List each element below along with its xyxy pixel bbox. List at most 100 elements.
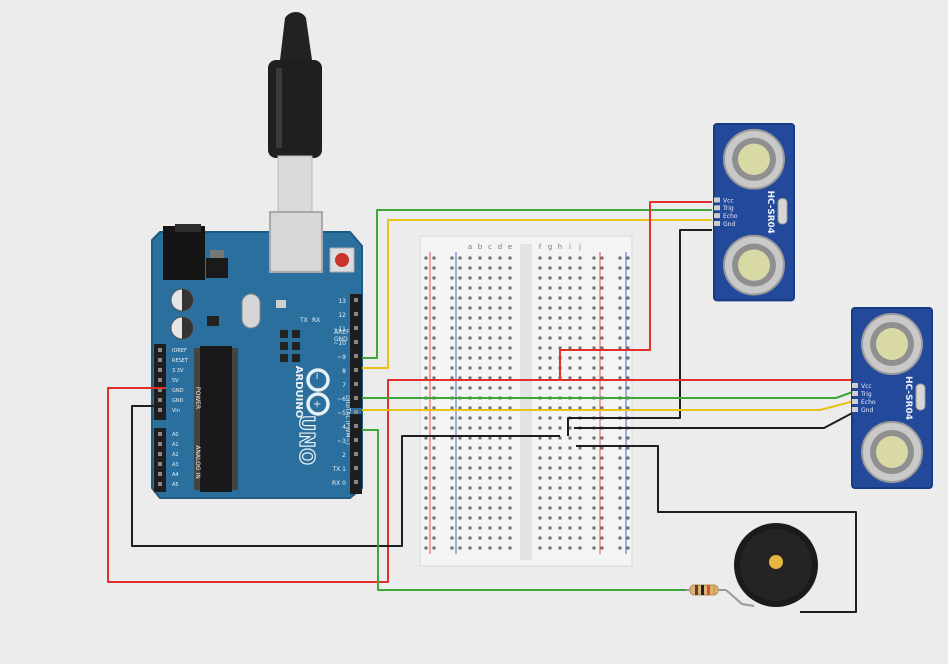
header-pin [158,472,162,476]
header-pin [158,452,162,456]
arduino-uno-board: − + ARDUINO UNO DIGITAL (PWM~) POWER ANA… [151,211,363,499]
sensor-pin [714,205,720,211]
breadboard-column-label: h [558,243,562,251]
usb-port [269,211,323,273]
wire-yellow-echo2 [362,399,859,411]
sensor-pin [852,399,858,404]
breadboard-column-label: j [578,243,581,251]
sensor-pin [852,407,858,412]
header-pin [158,432,162,436]
breadboard-column-label: b [478,243,483,251]
sensor-model-label: HC-SR04 [765,191,775,234]
header-pin [158,368,162,372]
header-pin [354,382,358,386]
header-pin [354,424,358,428]
header-pin [158,442,162,446]
digital-pin-label: ~6 [337,396,346,403]
sensor-pin-label: Trig [860,391,872,398]
digital-pin-label: 2 [342,452,346,459]
digital-pin-label: RX 0 [332,480,346,487]
breadboard-column-label: e [508,243,512,251]
header-pin [158,388,162,392]
digital-pin-label: ~9 [337,354,346,361]
breadboard-column-label: g [548,243,552,251]
header-pin [354,438,358,442]
sensor-pin [852,383,858,388]
header-pin [354,340,358,344]
power-jack [163,226,205,280]
wire-black-buzzer [576,445,857,613]
sensor-pin [714,213,720,219]
breadboard-column-label: c [488,243,492,251]
wire-red-5v [107,379,858,583]
analog-pin-label: A3 [172,462,179,468]
sensor-pin-label: Gnd [861,407,873,414]
power-pin-label: Vin [172,408,180,414]
power-pin-label: RESET [172,358,189,364]
arduino-model-label: UNO [295,415,319,465]
header-pin [158,358,162,362]
header-pin [354,368,358,372]
wire-black-gnd1 [567,229,712,436]
digital-pin-label: ~5 [337,410,346,417]
arduino-brand-label: ARDUINO [293,366,304,418]
power-pin-header [154,344,166,492]
digital-pin-header [350,294,362,494]
header-pin [354,354,358,358]
header-pin [158,348,162,352]
header-pin [354,452,358,456]
wire-black-gnd2 [574,409,859,429]
digital-pin-label: ~10 [333,340,346,347]
digital-pin-label: ~3 [337,438,346,445]
sensor-pin [714,221,720,226]
breadboard-column-label: a [468,243,472,251]
resistor [686,584,755,607]
analog-pin-label: A1 [172,442,179,448]
power-header-label: POWER [194,387,201,409]
header-pin [354,480,358,484]
analog-pin-label: A2 [172,452,179,458]
analog-pin-label: A5 [172,482,179,488]
header-pin [158,482,162,486]
header-pin [158,408,162,412]
digital-pin-label: 4 [342,424,346,431]
sensor-pin [852,391,858,396]
sensor-pin-label: Vcc [723,197,734,204]
power-pin-label: 3.3V [172,368,184,374]
tx-label: TX [299,317,308,324]
gnd-label: GND [334,336,348,343]
atmega-chip [200,346,232,492]
wire-green-trig2 [362,389,859,399]
breadboard-column-label: f [539,243,542,251]
power-pin-label: 5V [172,378,179,384]
header-pin [354,396,358,400]
header-pin [354,298,358,302]
svg-text:−: − [311,372,322,380]
sensor-pin-label: Echo [723,213,738,220]
digital-pin-label: ~11 [333,326,346,333]
rx-label: RX [312,317,320,324]
digital-pin-label: 8 [342,368,346,375]
wire-green-trig1 [362,209,712,359]
icsp-header [280,330,300,362]
wires [107,201,859,613]
digital-pin-label: 7 [342,382,346,389]
piezo-buzzer [734,523,818,607]
header-pin [354,466,358,470]
sensor-pin [714,197,720,203]
sensor-pin-label: Echo [861,399,876,406]
wire-red-vcc1 [559,201,712,380]
aref-label: AREF [334,329,350,336]
svg-text:+: + [311,400,322,408]
wire-green-buzzer [362,429,686,591]
power-pin-label: GND [172,388,184,394]
header-pin [158,398,162,402]
breadboard-column-label: i [569,243,571,251]
sensor-pin-label: Trig [722,205,734,212]
sensor-pin-label: Gnd [723,221,735,228]
